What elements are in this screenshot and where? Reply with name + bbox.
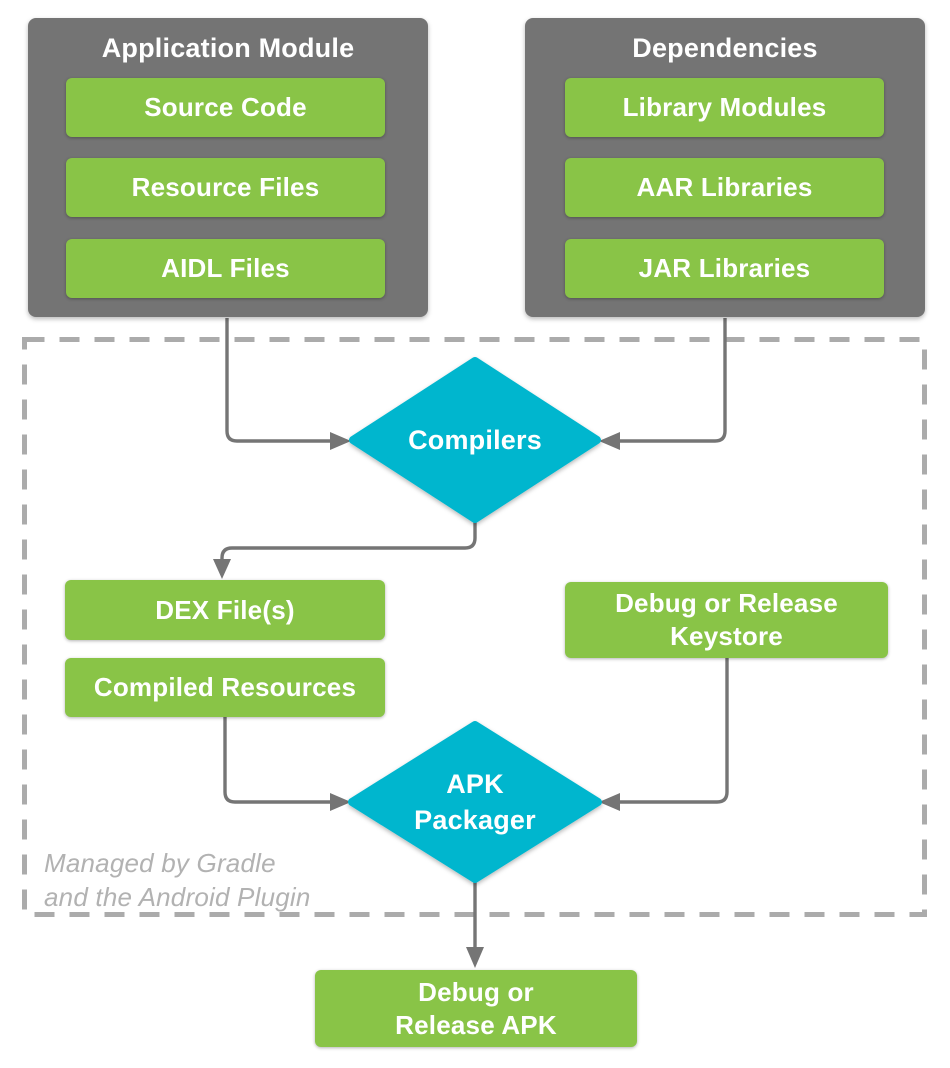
aar-libraries-label: AAR Libraries [636, 172, 813, 202]
arrowhead-keystore-to-packager [599, 793, 620, 811]
arrow-compiled-resources-to-packager [223, 717, 330, 804]
source-code-box: Source Code [66, 78, 385, 137]
keystore-box: Debug or Release Keystore [565, 582, 888, 658]
jar-libraries-label: JAR Libraries [638, 253, 811, 283]
gradle-region-note-line1: Managed by Gradle [44, 848, 276, 878]
application-module-title: Application Module [101, 33, 355, 63]
aar-libraries-box: AAR Libraries [565, 158, 884, 217]
arrowhead-compilers-to-dex [213, 559, 231, 579]
dependencies-title: Dependencies [632, 33, 818, 63]
gradle-region-note-line2: and the Android Plugin [44, 882, 311, 912]
arrow-keystore-to-packager [620, 658, 729, 804]
aidl-files-box: AIDL Files [66, 239, 385, 298]
arrow-app-module-to-compilers [225, 318, 330, 443]
arrowhead-packager-to-apk [466, 947, 484, 968]
apk-packager-diamond [348, 721, 602, 883]
jar-libraries-box: JAR Libraries [565, 239, 884, 298]
apk-packager-label: APK Packager [414, 769, 536, 835]
arrowhead-dependencies-to-compilers [599, 432, 620, 450]
gradle-region-note: Managed by Gradle and the Android Plugin [44, 846, 311, 914]
output-apk-box: Debug or Release APK [315, 970, 637, 1047]
resource-files-box: Resource Files [66, 158, 385, 217]
arrowhead-app-module-to-compilers [330, 432, 351, 450]
library-modules-label: Library Modules [622, 92, 827, 122]
compiled-resources-label: Compiled Resources [93, 672, 357, 702]
compiled-resources-box: Compiled Resources [65, 658, 385, 717]
output-apk-label: Debug or Release APK [395, 976, 557, 1040]
arrow-dependencies-to-compilers [620, 318, 727, 443]
library-modules-box: Library Modules [565, 78, 884, 137]
keystore-label: Debug or Release Keystore [615, 588, 838, 651]
dex-files-label: DEX File(s) [155, 594, 295, 625]
arrowhead-compiled-resources-to-packager [330, 793, 351, 811]
dex-files-box: DEX File(s) [65, 580, 385, 640]
compilers-label: Compilers [408, 425, 542, 455]
resource-files-label: Resource Files [131, 172, 320, 202]
aidl-files-label: AIDL Files [161, 253, 290, 283]
source-code-label: Source Code [144, 92, 307, 122]
compilers-diamond [349, 357, 601, 523]
arrow-compilers-to-dex [220, 519, 477, 559]
